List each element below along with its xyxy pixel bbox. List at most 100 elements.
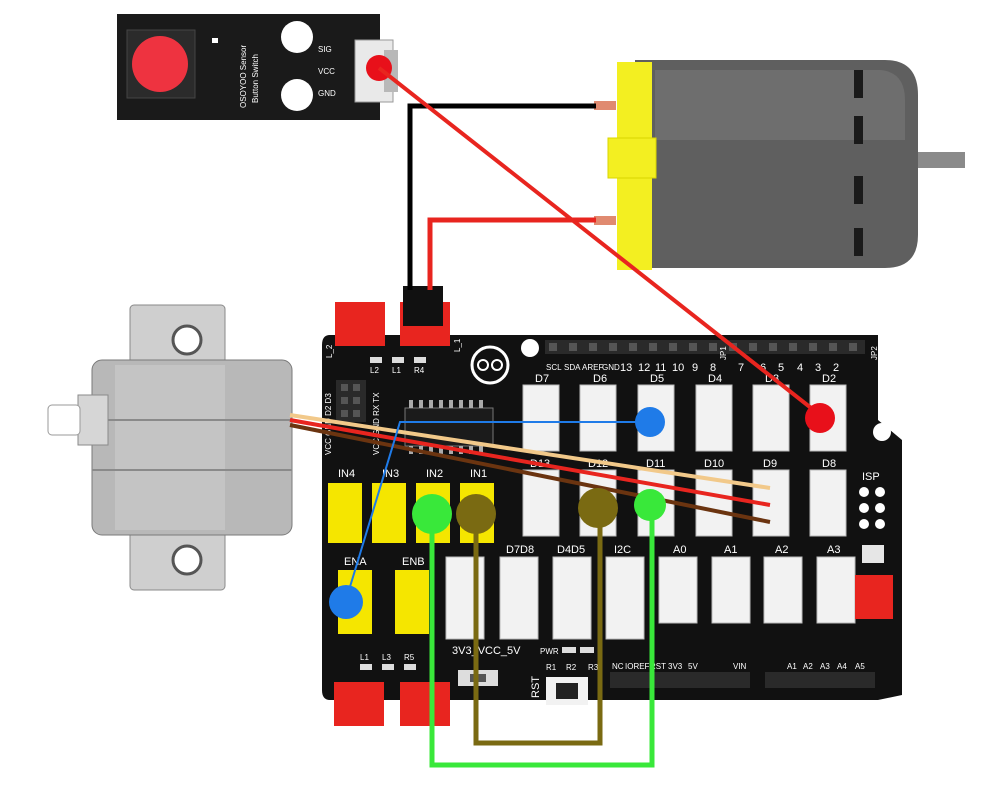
board-label: D6 — [593, 373, 607, 385]
board-label: L1 — [360, 653, 369, 662]
board-label: D7D8 — [506, 544, 534, 556]
board-label: IOREF — [625, 662, 650, 671]
board-label: 8 — [710, 362, 716, 374]
board-label: A2 — [775, 544, 788, 556]
d2-connection-dot — [805, 403, 835, 433]
board-label: NC — [612, 662, 624, 671]
board-label: D2 — [822, 373, 836, 385]
board-label: R2 — [566, 663, 577, 672]
board-label: D4 — [708, 373, 722, 385]
wire-motor-red — [427, 217, 596, 290]
board-label: 10 — [672, 362, 684, 374]
board-label: R4 — [414, 366, 425, 375]
brand-logo — [470, 345, 510, 385]
board-label: IN2 — [426, 468, 443, 480]
board-label: A0 — [673, 544, 686, 556]
board-label: 3V3 — [668, 662, 683, 671]
motor-port-l2 — [335, 302, 385, 346]
board-label: D9 — [763, 458, 777, 470]
board-label: D5 — [650, 373, 664, 385]
board-label: A2 — [803, 662, 813, 671]
servo-motor — [47, 304, 293, 591]
board-label: A3 — [820, 662, 830, 671]
board-label: 7 — [738, 362, 744, 374]
wire-blue-ena — [345, 421, 650, 601]
board-label: ENA — [344, 556, 367, 568]
board-label: RST — [530, 676, 542, 698]
board-label: VIN — [733, 662, 747, 671]
board-label: A1 — [787, 662, 797, 671]
board-label: D4D5 — [557, 544, 585, 556]
board-label: VCC GND RX TX — [372, 392, 381, 455]
board-label: I2C — [614, 544, 631, 556]
wire-green-in2 — [429, 505, 655, 768]
board-label: L3 — [382, 653, 391, 662]
board-label: L2 — [370, 366, 379, 375]
dc-motor — [594, 60, 965, 270]
port-in3 — [372, 483, 406, 543]
pin-vcc: VCC — [318, 67, 335, 76]
board-label: 11 — [655, 362, 666, 374]
board-label: A5 — [855, 662, 865, 671]
board-label: 9 — [692, 362, 698, 374]
board-label: ISP — [862, 471, 880, 483]
board-label: IN4 — [338, 468, 355, 480]
board-label: 3V3_VCC_5V — [452, 645, 521, 657]
wire-button-signal — [377, 66, 822, 417]
in1-connection-dot — [456, 494, 496, 534]
board-label: A4 — [837, 662, 847, 671]
board-label: JP1 — [719, 346, 728, 360]
port-enb — [395, 570, 429, 634]
wire-olive-in1 — [473, 508, 603, 746]
board-label: 13 — [620, 362, 632, 374]
board-label: IN3 — [382, 468, 399, 480]
board-label: GND — [602, 363, 620, 372]
board-label: L1 — [392, 366, 401, 375]
board-label: R3 — [588, 663, 599, 672]
board-label: A1 — [724, 544, 737, 556]
wire-servo-red — [289, 418, 771, 507]
board-label: 5 — [778, 362, 784, 374]
in2-connection-dot — [412, 494, 452, 534]
board-label: D7 — [535, 373, 549, 385]
module-brand: OSOYOO Sensor — [239, 45, 248, 108]
wire-servo-brown — [289, 423, 771, 524]
board-label: L_2 — [325, 344, 334, 358]
button-switch-module: OSOYOO Sensor Button Switch SIG VCC GND — [117, 14, 398, 120]
board-label: D10 — [704, 458, 724, 470]
d11-connection-dot — [634, 489, 666, 521]
board-label: AREF — [582, 363, 603, 372]
board-label: IN1 — [470, 468, 487, 480]
d12-connection-dot — [578, 488, 618, 528]
wires — [289, 66, 822, 768]
module-name: Button Switch — [251, 54, 260, 103]
d5-connection-dot — [635, 407, 665, 437]
board-label: R5 — [404, 653, 415, 662]
board-label: PWR — [540, 647, 559, 656]
board-label: D11 — [646, 458, 665, 470]
board-label: 4 — [797, 362, 803, 374]
board-label: VCC GND D2 D3 — [324, 393, 333, 455]
wire-motor-black — [407, 103, 596, 290]
board-label: 3 — [815, 362, 821, 374]
board-label: 2 — [833, 362, 839, 374]
board-label: D8 — [822, 458, 836, 470]
board-label: R1 — [546, 663, 557, 672]
pin-sig: SIG — [318, 45, 332, 54]
board-label: JP2 — [870, 346, 879, 360]
pin-gnd: GND — [318, 89, 336, 98]
board-label: SDA — [564, 363, 581, 372]
board-label: ENB — [402, 556, 425, 568]
wire-servo-tan — [289, 413, 771, 490]
board-label: SCL — [546, 363, 562, 372]
board-label: 5V — [688, 662, 698, 671]
ena-connection-dot — [329, 585, 363, 619]
port-in4 — [328, 483, 362, 543]
push-button — [132, 36, 188, 92]
board-label: A3 — [827, 544, 840, 556]
board-label: 12 — [638, 362, 650, 374]
board-label: RST — [650, 662, 666, 671]
power-header — [610, 672, 875, 688]
board-label: L_1 — [453, 338, 462, 352]
